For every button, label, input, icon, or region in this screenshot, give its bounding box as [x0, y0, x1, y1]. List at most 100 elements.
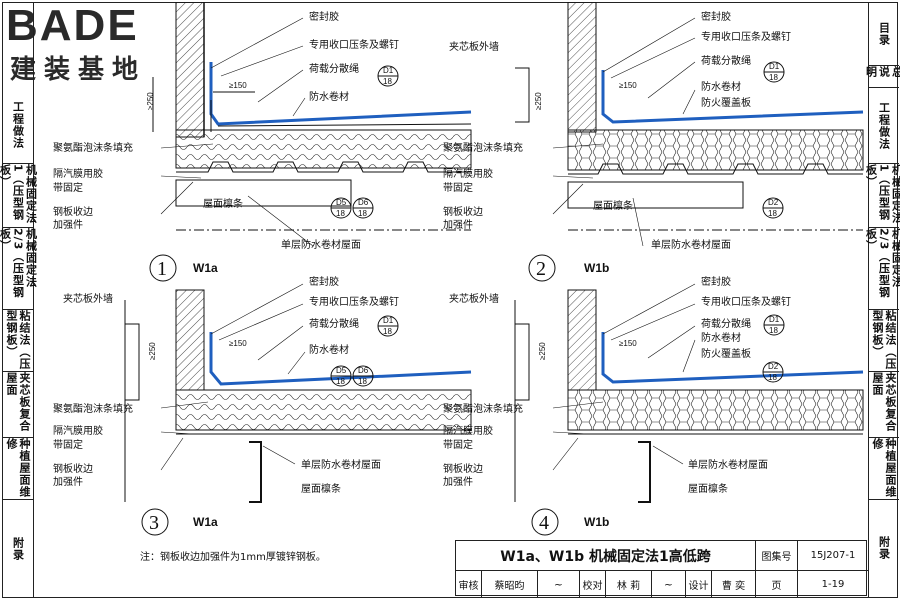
- left-sec-5[interactable]: 机械固定法2/3（压型钢板）: [0, 228, 38, 310]
- label-vapor-2: 带固定: [53, 181, 83, 194]
- label-purlin: 屋面檩条: [688, 482, 728, 495]
- review-signature: ~: [538, 571, 580, 597]
- left-sec-3[interactable]: 工程做法: [3, 86, 33, 164]
- svg-text:18: 18: [358, 209, 367, 218]
- svg-text:18: 18: [336, 209, 345, 218]
- label-membrane: 防水卷材: [309, 90, 349, 103]
- purlin: [567, 181, 744, 209]
- wall-panel: [567, 289, 597, 391]
- label-sealant: 密封胶: [701, 275, 731, 288]
- detail-4-number: 4: [539, 512, 549, 534]
- dim-150: ≥150: [229, 339, 247, 348]
- left-sec-4[interactable]: 机械固定法1（压型钢板）: [0, 164, 38, 228]
- right-sec-4[interactable]: 机械固定法1（压型钢板）: [865, 164, 900, 228]
- svg-text:18: 18: [769, 73, 778, 82]
- label-vapor-2: 带固定: [443, 181, 473, 194]
- label-membrane: 防水卷材: [701, 80, 741, 93]
- left-sec-9[interactable]: 附录: [11, 537, 25, 561]
- svg-text:18: 18: [383, 77, 392, 86]
- label-vapor-2: 带固定: [443, 438, 473, 451]
- right-sec-5[interactable]: 机械固定法2/3（压型钢板）: [865, 228, 900, 310]
- label-steel: 钢板收边: [53, 462, 93, 475]
- detail-4-circle: [531, 508, 559, 536]
- dim-250: ≥250: [538, 342, 547, 360]
- label-sealant: 密封胶: [701, 10, 731, 23]
- label-membrane: 防水卷材: [701, 331, 741, 344]
- wall-panel: [567, 2, 597, 133]
- wall-panel: [175, 289, 205, 391]
- insulation-layer: [175, 389, 472, 431]
- right-sec-8[interactable]: 种植屋面维修: [869, 438, 899, 500]
- label-closure: 专用收口压条及螺钉: [309, 38, 399, 51]
- label-purlin: 屋面檩条: [301, 482, 341, 495]
- left-sec-6[interactable]: 粘结法（压型钢板）: [3, 310, 33, 372]
- detail-1-number: 1: [157, 258, 167, 280]
- right-sec-3[interactable]: 工程做法: [869, 88, 899, 164]
- label-vapor: 隔汽膜用胶: [53, 167, 103, 180]
- waterproof-membrane: [209, 332, 472, 386]
- right-sidebar: 目录 总说明 工程做法 机械固定法1（压型钢板） 机械固定法2/3（压型钢板） …: [865, 2, 900, 598]
- label-steel: 钢板收边: [53, 205, 93, 218]
- label-steel-2: 加强件: [443, 476, 473, 488]
- detail-2-code: W1b: [584, 261, 609, 275]
- svg-text:18: 18: [769, 326, 778, 335]
- right-sec-9[interactable]: 附录: [877, 536, 891, 560]
- right-sec-7[interactable]: 夹芯板复合屋面: [869, 372, 899, 438]
- page-value: 1-19: [821, 578, 845, 590]
- label-steel-2: 加强件: [443, 219, 473, 231]
- design-name: 曹 奕: [712, 571, 756, 597]
- label-closure: 专用收口压条及螺钉: [701, 30, 791, 43]
- label-roof: 单层防水卷材屋面: [688, 458, 768, 471]
- purlin: [249, 441, 262, 503]
- svg-text:D5: D5: [336, 198, 347, 207]
- label-foam: 聚氨酯泡沫条填充: [443, 141, 523, 154]
- svg-text:D1: D1: [383, 316, 394, 325]
- dim-150: ≥150: [229, 81, 247, 90]
- label-load-rope: 荷载分散绳: [701, 317, 751, 330]
- check-label: 校对: [580, 571, 606, 597]
- label-load-rope: 荷载分散绳: [701, 54, 751, 67]
- svg-text:18: 18: [383, 327, 392, 336]
- right-sec-2[interactable]: 总说明: [865, 66, 900, 88]
- title-block: W1a、W1b 机械固定法1高低跨 图集号 15J207-1 审核 蔡昭昀 ~ …: [455, 540, 868, 597]
- svg-text:D6: D6: [358, 366, 369, 375]
- right-sec-1[interactable]: 目录: [869, 2, 899, 66]
- dim-250: ≥250: [146, 92, 155, 110]
- waterproof-membrane: [601, 332, 864, 384]
- label-closure: 专用收口压条及螺钉: [701, 295, 791, 308]
- detail-4: 4 W1b 夹芯板外墙 密封胶 专用收口压条及螺钉 荷载分散绳 防水卷材 防火覆…: [443, 275, 864, 536]
- svg-text:18: 18: [768, 209, 777, 218]
- label-fire: 防火覆盖板: [701, 96, 751, 109]
- label-purlin: 屋面檩条: [593, 199, 633, 212]
- page-label: 页: [756, 571, 798, 597]
- detail-1: 1 W1a 密封胶 专用收口压条及螺钉 荷载分散绳 防水卷材 聚氨酯泡沫条填充 …: [53, 2, 472, 282]
- detail-3-code: W1a: [193, 515, 218, 529]
- detail-2: 2 W1b 夹芯板外墙 密封胶 专用收口压条及螺钉 荷载分散绳 防水卷材 防火覆…: [443, 2, 864, 282]
- label-foam: 聚氨酯泡沫条填充: [53, 141, 133, 154]
- label-sealant: 密封胶: [309, 275, 339, 288]
- detail-3-number: 3: [149, 512, 159, 534]
- detail-1-code: W1a: [193, 261, 218, 275]
- label-vapor: 隔汽膜用胶: [443, 167, 493, 180]
- left-sec-8[interactable]: 种植屋面维修: [3, 438, 33, 500]
- svg-text:18: 18: [336, 377, 345, 386]
- svg-text:D2: D2: [768, 198, 779, 207]
- right-sec-6[interactable]: 粘结法（压型钢板）: [869, 310, 899, 372]
- label-steel-2: 加强件: [53, 476, 83, 488]
- svg-text:D5: D5: [336, 366, 347, 375]
- svg-text:D2: D2: [768, 362, 779, 371]
- label-load-rope: 荷载分散绳: [309, 62, 359, 75]
- detail-1-circle: [149, 254, 177, 282]
- detail-drawings: 1 W1a 密封胶 专用收口压条及螺钉 荷载分散绳 防水卷材 聚氨酯泡沫条填充 …: [53, 2, 864, 536]
- left-sec-7[interactable]: 夹芯板复合屋面: [3, 372, 33, 438]
- dim-150: ≥150: [619, 339, 637, 348]
- label-roof: 单层防水卷材屋面: [651, 238, 731, 251]
- wall-panel: [175, 2, 205, 138]
- label-membrane: 防水卷材: [309, 343, 349, 356]
- review-label: 审核: [456, 571, 482, 597]
